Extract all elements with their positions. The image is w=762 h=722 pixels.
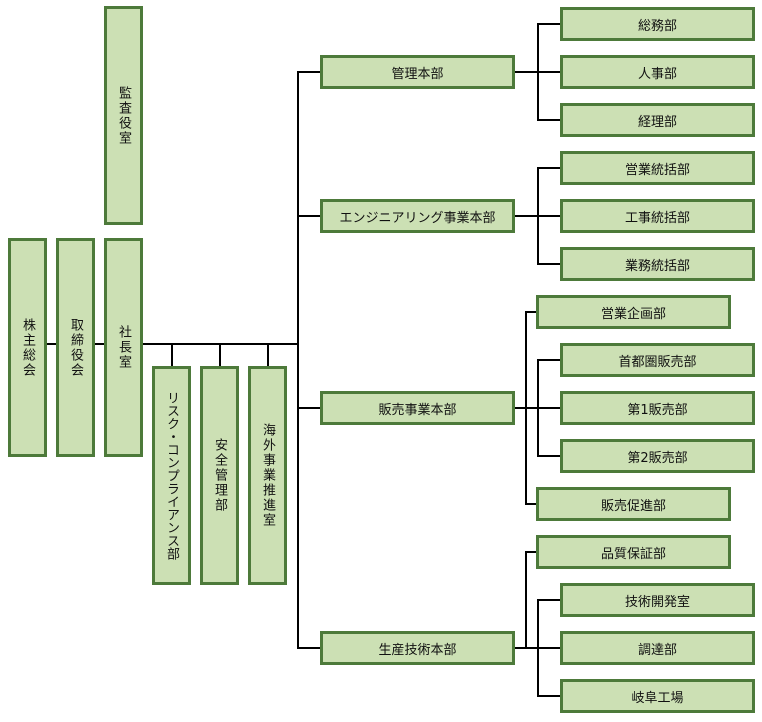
connector-line: [171, 343, 173, 367]
connector-line: [297, 215, 321, 217]
department-box: 総務部: [560, 7, 755, 41]
connector-line: [513, 71, 539, 73]
connector-line: [297, 71, 321, 73]
division-box: エンジニアリング事業本部: [320, 199, 515, 233]
department-box: 岐阜工場: [560, 679, 755, 713]
connector-line: [219, 343, 221, 367]
division-box: 管理本部: [320, 55, 515, 89]
department-box: 営業統括部: [560, 151, 755, 185]
department-box: 人事部: [560, 55, 755, 89]
department-box: 第2販売部: [560, 439, 755, 473]
staff-unit-risk-compliance: リスク・コンプライアンス部: [152, 366, 191, 585]
connector-line: [46, 343, 56, 345]
department-box: 首都圏販売部: [560, 343, 755, 377]
connector-line: [267, 343, 269, 367]
connector-line: [537, 119, 561, 121]
board-of-directors-box: 取締役会: [56, 238, 95, 457]
connector-line: [525, 503, 537, 505]
connector-line: [537, 215, 561, 217]
shareholders-meeting-box: 株主総会: [8, 238, 47, 457]
connector-line: [537, 359, 561, 361]
connector-line: [297, 407, 321, 409]
connector-line: [525, 551, 537, 553]
division-box: 販売事業本部: [320, 391, 515, 425]
connector-line: [525, 311, 527, 504]
connector-line: [297, 647, 321, 649]
department-box: 販売促進部: [536, 487, 731, 521]
connector-line: [537, 167, 561, 169]
staff-unit-safety-management: 安全管理部: [200, 366, 239, 585]
division-box: 生産技術本部: [320, 631, 515, 665]
department-box: 工事統括部: [560, 199, 755, 233]
connector-line: [513, 215, 539, 217]
connector-line: [537, 455, 561, 457]
staff-unit-overseas-business: 海外事業推進室: [248, 366, 287, 585]
connector-line: [537, 263, 561, 265]
department-box: 第1販売部: [560, 391, 755, 425]
connector-line: [537, 599, 561, 601]
connector-line: [297, 71, 299, 648]
president-office-box: 社長室: [104, 238, 143, 457]
connector-line: [525, 311, 537, 313]
department-box: 経理部: [560, 103, 755, 137]
department-box: 品質保証部: [536, 535, 731, 569]
connector-line: [537, 647, 561, 649]
department-box: 調達部: [560, 631, 755, 665]
connector-line: [94, 343, 104, 345]
connector-line: [537, 23, 561, 25]
connector-line: [537, 71, 561, 73]
connector-line: [537, 695, 561, 697]
connector-line: [525, 551, 527, 649]
audit-office-box: 監査役室: [104, 6, 143, 225]
connector-line: [537, 407, 561, 409]
department-box: 技術開発室: [560, 583, 755, 617]
department-box: 業務統括部: [560, 247, 755, 281]
department-box: 営業企画部: [536, 295, 731, 329]
